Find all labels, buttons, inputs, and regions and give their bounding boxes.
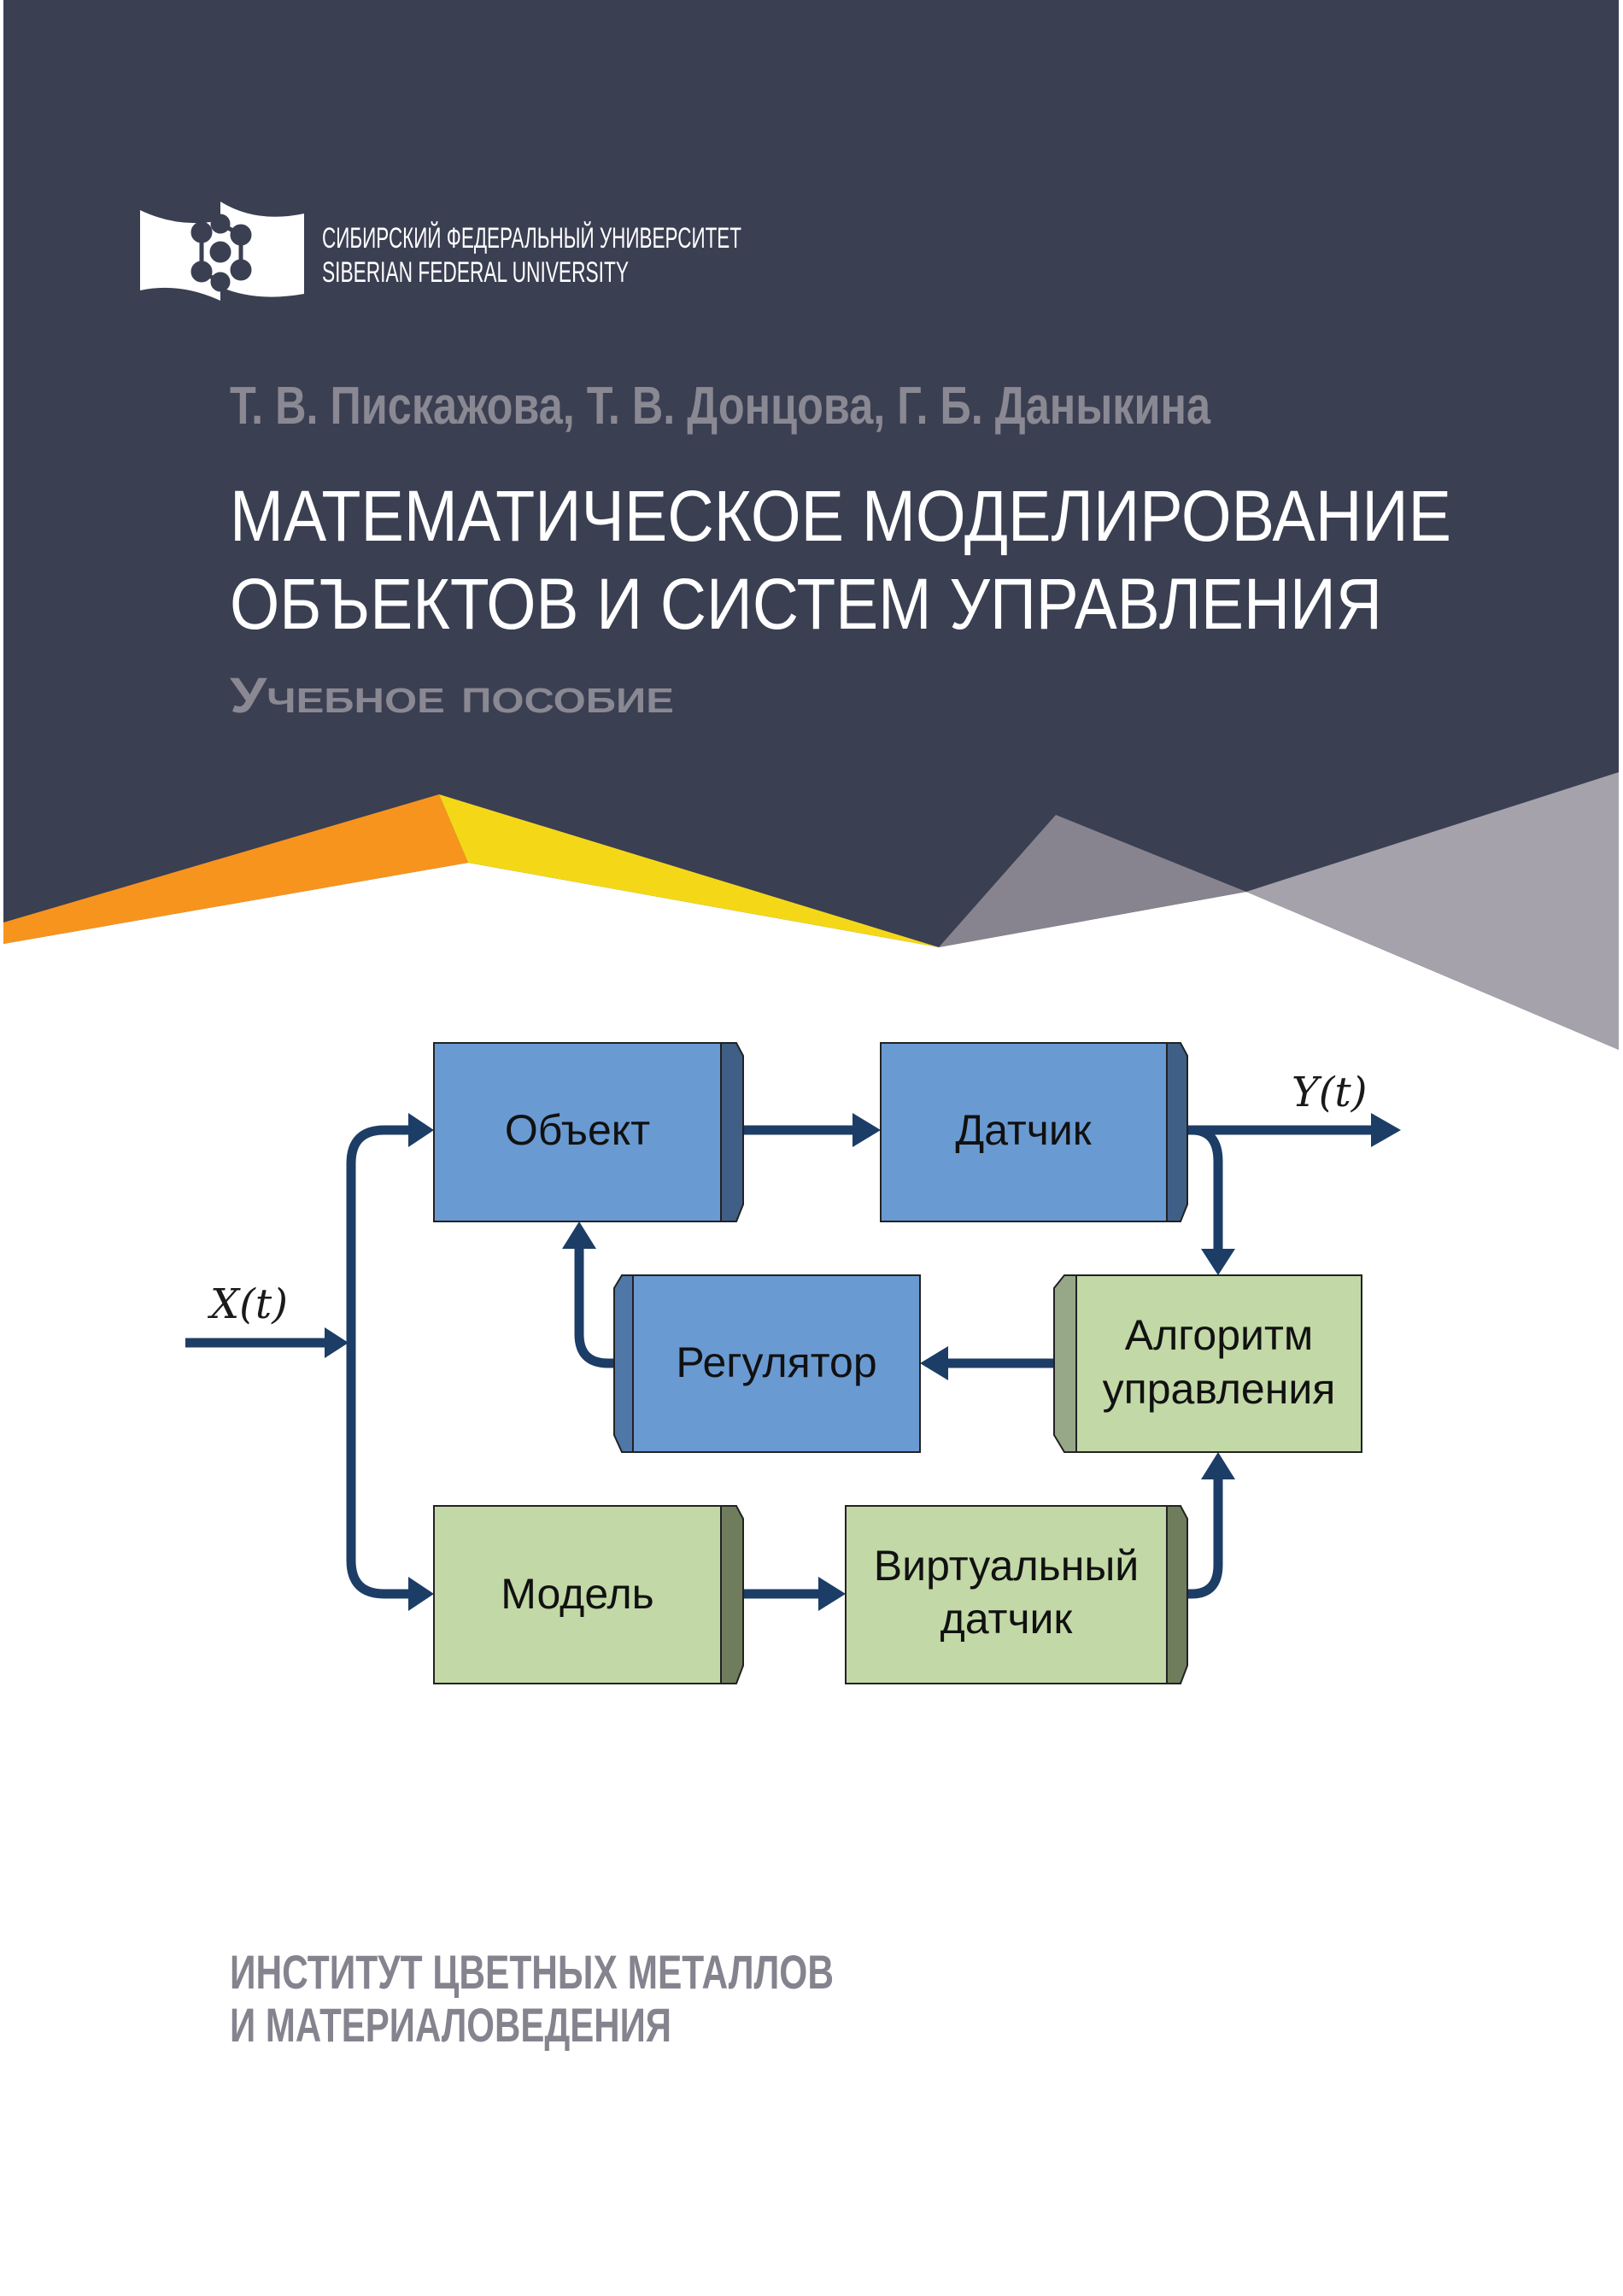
output-arrowhead: [1371, 1113, 1401, 1147]
block-sensor: Датчик: [880, 1042, 1188, 1222]
input-signal-label: X(t): [207, 1280, 288, 1328]
sensor-to-algorithm-arrowhead: [1201, 1249, 1235, 1275]
block-virtual-label-1: Виртуальный: [874, 1542, 1139, 1590]
algorithm-to-regulator-arrowhead: [920, 1346, 948, 1380]
block-regulator: Регулятор: [613, 1274, 921, 1453]
regulator-to-object-arrowhead: [562, 1221, 596, 1249]
bus-to-model-arrowhead: [408, 1577, 434, 1611]
block-virtual-sensor: Виртуальный датчик: [845, 1505, 1188, 1684]
regulator-to-object-arrow: [574, 1247, 614, 1368]
bus-to-object-arrowhead: [408, 1113, 434, 1147]
sensor-to-algorithm-arrow: [1191, 1125, 1223, 1251]
institute-line-1: ИНСТИТУТ ЦВЕТНЫХ МЕТАЛЛОВ: [230, 1945, 834, 1999]
block-sensor-label: Датчик: [955, 1106, 1092, 1154]
virtual-to-algorithm-arrowhead: [1201, 1452, 1235, 1479]
dark-header-band: [3, 0, 1619, 1050]
university-logo: СИБИРСКИЙ ФЕДЕРАЛЬНЫЙ УНИВЕРСИТЕТ SIBERI…: [140, 202, 741, 301]
block-algorithm-label-1: Алгоритм: [1125, 1311, 1313, 1359]
block-object: Объект: [433, 1042, 744, 1222]
logo-text-ru: СИБИРСКИЙ ФЕДЕРАЛЬНЫЙ УНИВЕРСИТЕТ: [322, 222, 741, 255]
orange-shard: [3, 794, 468, 944]
block-algorithm: Алгоритм управления: [1053, 1274, 1362, 1453]
yellow-shard: [439, 794, 939, 947]
subtitle: Учебное пособие: [230, 668, 674, 723]
molecule-icon: [190, 214, 252, 292]
block-algorithm-label-2: управления: [1103, 1365, 1336, 1413]
block-object-label: Объект: [505, 1106, 650, 1154]
block-model: Модель: [433, 1505, 744, 1684]
institute-line-2: И МАТЕРИАЛОВЕДЕНИЯ: [230, 1998, 671, 2052]
title-line-2: ОБЪЕКТОВ И СИСТЕМ УПРАВЛЕНИЯ: [230, 564, 1382, 644]
gray-shard-dark: [939, 815, 1246, 947]
gray-shard-light: [1246, 772, 1619, 1050]
block-model-label: Модель: [501, 1570, 653, 1618]
block-regulator-label: Регулятор: [676, 1338, 876, 1386]
block-virtual-label-2: датчик: [940, 1595, 1074, 1643]
authors: Т. В. Пискажова, Т. В. Донцова, Г. Б. Да…: [230, 377, 1210, 436]
logo-text-en: SIBERIAN FEDERAL UNIVERSITY: [322, 256, 629, 289]
input-arrowhead: [325, 1327, 349, 1358]
input-bus: [346, 1125, 410, 1599]
output-signal-label: Y(t): [1292, 1069, 1367, 1116]
object-to-sensor-arrowhead: [853, 1113, 881, 1147]
model-to-virtual-arrowhead: [818, 1577, 846, 1611]
title-line-1: МАТЕМАТИЧЕСКОЕ МОДЕЛИРОВАНИЕ: [230, 476, 1451, 556]
virtual-to-algorithm-arrow: [1186, 1478, 1223, 1599]
control-system-diagram: Объект Датчик Регулятор Алгоритм управле…: [185, 1042, 1401, 1684]
